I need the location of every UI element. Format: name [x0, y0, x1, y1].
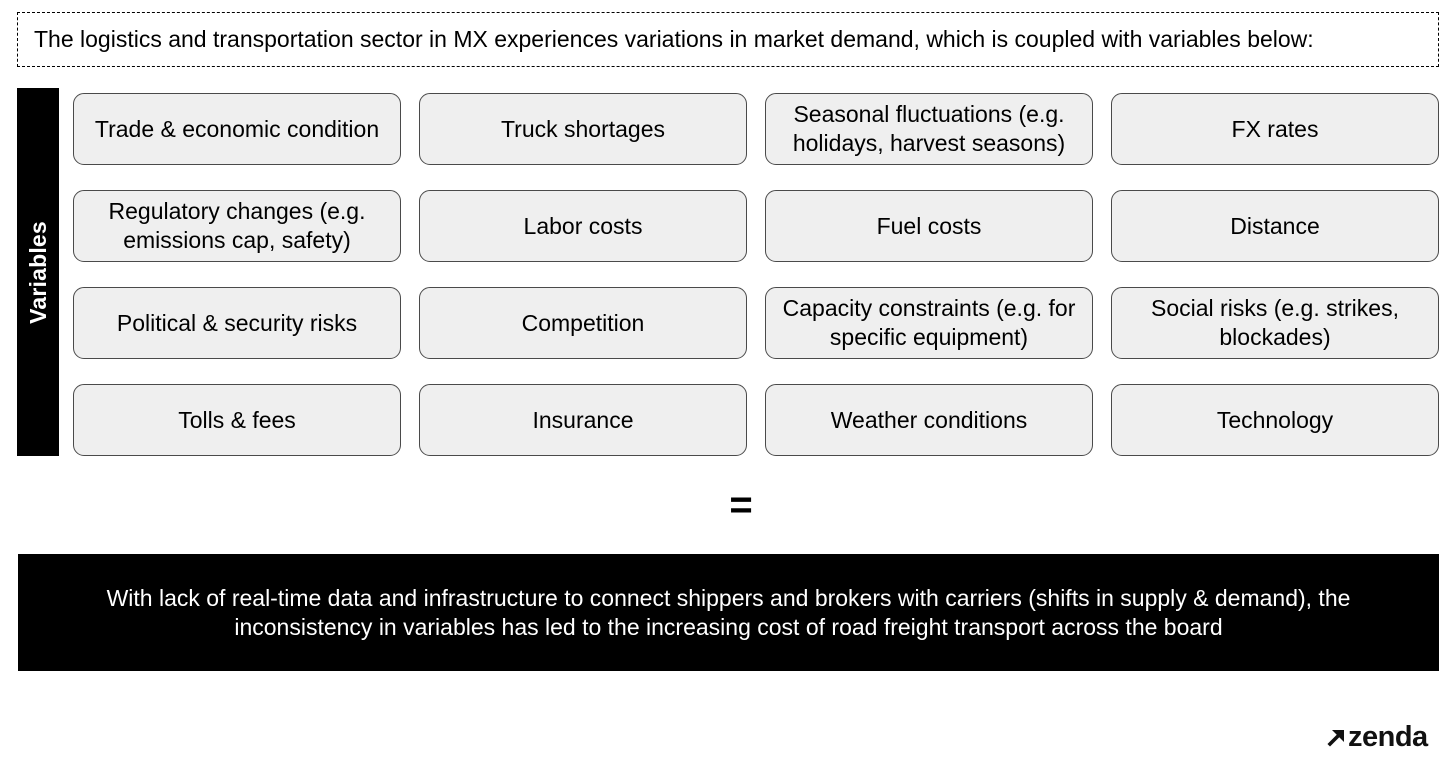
- variables-grid: Trade & economic condition Truck shortag…: [73, 93, 1439, 458]
- equals-sign: =: [729, 483, 753, 527]
- logo-text: zenda: [1348, 720, 1428, 753]
- conclusion-box: With lack of real-time data and infrastr…: [18, 554, 1439, 671]
- variable-regulatory-changes: Regulatory changes (e.g. emissions cap, …: [73, 190, 401, 262]
- variables-label: Variables: [24, 220, 51, 324]
- intro-text: The logistics and transportation sector …: [34, 26, 1314, 52]
- variable-trade-economic: Trade & economic condition: [73, 93, 401, 165]
- arrow-up-right-icon: [1327, 730, 1344, 747]
- variable-political-security: Political & security risks: [73, 287, 401, 359]
- zenda-logo: zenda: [1327, 722, 1428, 752]
- variable-labor-costs: Labor costs: [419, 190, 747, 262]
- variable-capacity-constraints: Capacity constraints (e.g. for specific …: [765, 287, 1093, 359]
- variable-distance: Distance: [1111, 190, 1439, 262]
- variable-fuel-costs: Fuel costs: [765, 190, 1093, 262]
- variable-insurance: Insurance: [419, 384, 747, 456]
- variable-truck-shortages: Truck shortages: [419, 93, 747, 165]
- variables-side-bar: Variables: [17, 88, 59, 456]
- variable-tolls-fees: Tolls & fees: [73, 384, 401, 456]
- variable-fx-rates: FX rates: [1111, 93, 1439, 165]
- variable-weather-conditions: Weather conditions: [765, 384, 1093, 456]
- variable-competition: Competition: [419, 287, 747, 359]
- variable-technology: Technology: [1111, 384, 1439, 456]
- intro-box: The logistics and transportation sector …: [17, 12, 1439, 67]
- variable-seasonal-fluctuations: Seasonal fluctuations (e.g. holidays, ha…: [765, 93, 1093, 165]
- variable-social-risks: Social risks (e.g. strikes, blockades): [1111, 287, 1439, 359]
- conclusion-text: With lack of real-time data and infrastr…: [106, 584, 1351, 640]
